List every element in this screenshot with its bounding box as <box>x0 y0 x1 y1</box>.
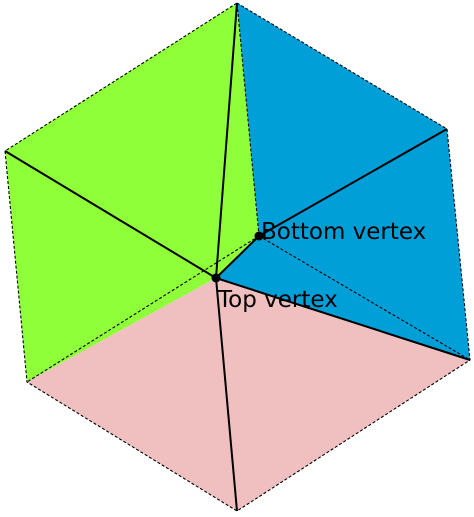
blue-face <box>216 3 470 360</box>
edge-bottom-to-right-upper <box>258 128 448 237</box>
bottom-vertex-label: Bottom vertex <box>261 219 426 245</box>
top-vertex-label: Top vertex <box>217 287 338 313</box>
edge-top-to-bottom-vertex <box>215 235 260 279</box>
dashed-edge-bottom-to-top-corner <box>236 2 260 237</box>
dashed-edge-bottom-to-left-lower <box>26 235 260 383</box>
pink-face <box>27 278 470 511</box>
bottom-vertex-point <box>254 231 264 241</box>
green-face <box>5 3 259 382</box>
top-vertex-point <box>211 273 221 283</box>
edge-top-to-bottom-corner <box>215 277 238 512</box>
edge-top-to-right-lower <box>215 277 471 361</box>
edge-top-to-left-upper <box>4 150 217 279</box>
edge-top-to-top-corner <box>215 2 238 279</box>
dashed-edge-bottom-to-right-lower <box>258 235 471 361</box>
